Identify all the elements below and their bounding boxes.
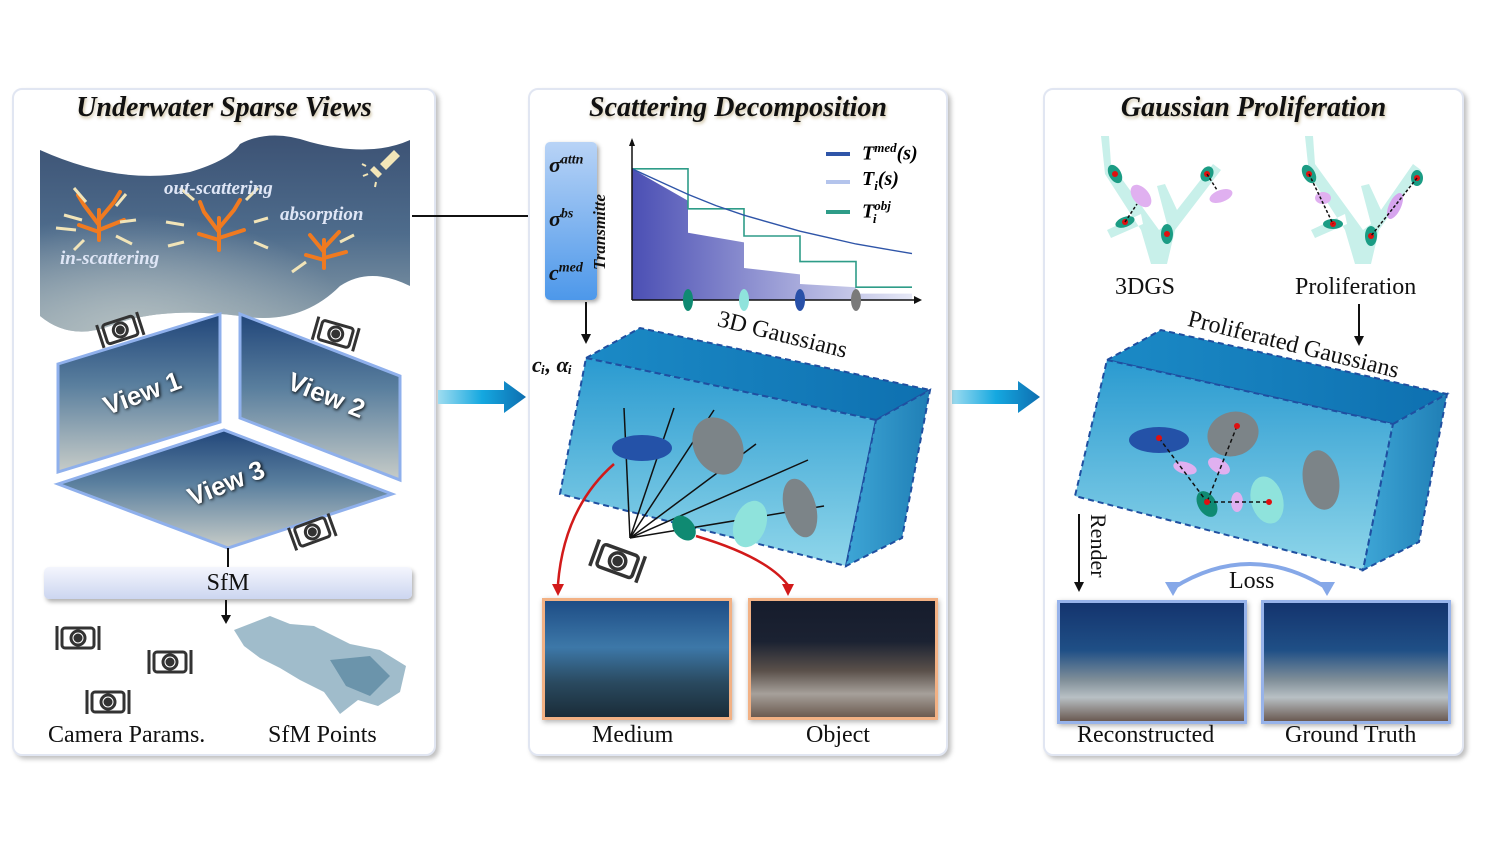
coral-icons — [55, 186, 355, 274]
legend-swatch — [826, 180, 850, 184]
medium-params-box: σattn σbs cmed — [545, 142, 597, 300]
gaussians-volume — [556, 326, 933, 589]
ground-truth-image — [1261, 600, 1451, 724]
panel-gaussian-proliferation: Gaussian Proliferation 3DGS Proliferatio… — [1043, 88, 1464, 756]
gaussian-gray — [692, 417, 744, 475]
panel-title: Underwater Sparse Views — [76, 92, 372, 123]
render-label: Render — [1086, 514, 1111, 578]
y-axis-arrow — [629, 138, 635, 146]
render-arrow — [1074, 514, 1084, 592]
camera-icon — [95, 311, 146, 349]
ground-truth-label: Ground Truth — [1285, 722, 1417, 748]
sigma-attn-param: σattn — [549, 152, 584, 177]
chart-ylabel: Transmitte — [590, 194, 609, 270]
object-label: Object — [806, 722, 870, 748]
gaussian-gray — [782, 478, 818, 538]
gaussian-marker-3 — [795, 289, 805, 311]
sfm-step: SfM — [44, 567, 412, 599]
series-tobj-line — [632, 168, 912, 288]
camera-icon — [147, 650, 193, 674]
c-med-param: cmed — [549, 260, 583, 285]
loss-label: Loss — [1229, 568, 1275, 594]
sfm-point-cloud — [234, 616, 406, 714]
object-image — [748, 598, 938, 720]
out-scattering-label: out-scattering — [164, 178, 273, 199]
series-tmed-line — [631, 168, 913, 255]
camera-icon — [55, 626, 101, 650]
camera-icon — [310, 316, 361, 352]
view-2-image — [238, 311, 402, 483]
gaussian-marker-2 — [739, 289, 749, 311]
legend-swatch — [826, 210, 850, 214]
connector-line — [227, 548, 229, 568]
down-arrow — [581, 302, 591, 344]
underwater-scene — [40, 135, 410, 332]
proliferation-label: Proliferation — [1295, 274, 1417, 300]
reconstructed-image — [1057, 600, 1247, 724]
color-opacity-label: cᵢ, αᵢ — [532, 352, 573, 377]
transmittance-chart — [629, 138, 922, 311]
view-3-image — [53, 428, 397, 550]
absorption-label: absorption — [280, 204, 364, 225]
sfm-points-label: SfM Points — [268, 722, 377, 748]
flow-arrow-1 — [438, 381, 526, 413]
arrowhead-red — [782, 584, 794, 596]
gaussian-blue — [612, 435, 672, 461]
down-arrow — [1354, 304, 1364, 346]
down-arrow — [221, 600, 231, 624]
gaussian-marker-1 — [683, 289, 693, 311]
coral-absorption — [304, 230, 348, 270]
gaussian-marker-4 — [851, 289, 861, 311]
arrowhead-red — [552, 584, 564, 596]
series-ti-area — [632, 168, 912, 300]
camera-icon — [287, 512, 338, 551]
panel-title: Gaussian Proliferation — [1120, 92, 1387, 123]
medium-image — [542, 598, 732, 720]
view-1-image — [56, 311, 222, 475]
camera-icon — [588, 538, 648, 584]
3dgs-branch-diagram — [1101, 136, 1233, 264]
in-scattering-label: in-scattering — [60, 248, 160, 269]
medium-label: Medium — [592, 722, 674, 748]
x-axis-arrow — [914, 296, 922, 304]
reconstructed-label: Reconstructed — [1077, 722, 1215, 748]
scene-to-params-arrow — [412, 211, 544, 221]
panel-scattering-decomposition: Scattering Decomposition σattn σbs cmed … — [528, 88, 948, 756]
proliferation-branch-diagram — [1301, 136, 1423, 264]
3dgs-label: 3DGS — [1115, 274, 1176, 300]
sigma-bs-param: σbs — [549, 206, 574, 231]
coral-out-scattering — [197, 198, 246, 252]
gaussian-cyan — [732, 500, 768, 548]
flow-arrow-2 — [952, 381, 1040, 413]
panel-title: Scattering Decomposition — [589, 92, 887, 123]
gaussian-teal — [672, 515, 696, 541]
camera-icon — [85, 690, 131, 714]
panel-underwater-sparse-views: Underwater Sparse Views — [12, 88, 436, 756]
proliferated-gaussians-volume — [1073, 328, 1450, 572]
flashlight-icon — [361, 150, 400, 188]
coral-in-scattering — [76, 190, 126, 242]
views-cube — [53, 311, 402, 550]
legend-swatch — [826, 152, 850, 156]
loss-arc — [1165, 562, 1335, 596]
camera-params-label: Camera Params. — [48, 722, 206, 748]
